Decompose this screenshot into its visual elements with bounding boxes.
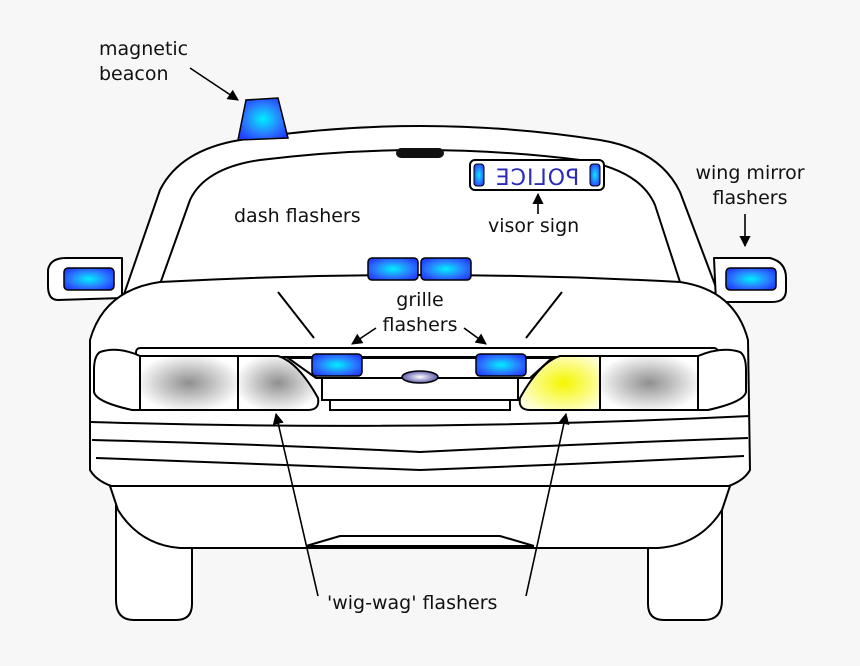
label-grille-flashers: grille flashers [360, 288, 480, 338]
left-headlamp-outer [139, 355, 239, 411]
lower-bumper [109, 485, 731, 549]
label-magnetic-beacon-line1: magnetic [99, 38, 189, 60]
label-magnetic-beacon-line2: beacon [99, 63, 169, 85]
right-headlamp-housing [697, 348, 747, 411]
label-magnetic-beacon: magnetic beacon [99, 37, 188, 87]
left-headlamp-housing [93, 348, 141, 411]
magnetic-beacon [237, 97, 289, 141]
annotation-arrows [189, 67, 751, 597]
arrow-wig-wag-right [525, 412, 570, 597]
dash-flasher-right [420, 257, 472, 281]
label-wing-mirror-line2: flashers [712, 187, 788, 209]
visor-sign-text: POLICE [495, 166, 580, 191]
label-grille-line1: grille [396, 289, 444, 311]
arrow-grille-left [351, 327, 377, 345]
arrow-wig-wag-left [272, 412, 319, 597]
hood-lines [277, 291, 563, 339]
right-headlamp-outer [599, 355, 699, 411]
right-wing-mirror-flasher [725, 267, 777, 291]
left-wing-mirror-flasher [63, 267, 115, 291]
label-visor-sign: visor sign [488, 215, 580, 237]
label-dash-flashers: dash flashers [234, 205, 361, 227]
label-wing-mirror-flashers: wing mirror flashers [680, 161, 820, 211]
rear-view-mirror [396, 148, 444, 158]
arrow-magnetic-beacon [189, 67, 239, 101]
bumper-lines [89, 415, 751, 472]
label-grille-line2: flashers [382, 314, 458, 336]
visor-sign: POLICE [469, 159, 605, 191]
label-wig-wag-flashers: 'wig-wag' flashers [327, 592, 498, 614]
dash-flasher-left [367, 257, 419, 281]
arrow-grille-right [463, 327, 487, 345]
grille-flasher-right [475, 353, 527, 377]
label-wing-mirror-line1: wing mirror [695, 162, 805, 184]
left-wig-wag-lamp [237, 355, 320, 411]
bumper-slot [305, 535, 535, 547]
grille-flasher-left [311, 353, 363, 377]
grille-badge [401, 370, 439, 384]
